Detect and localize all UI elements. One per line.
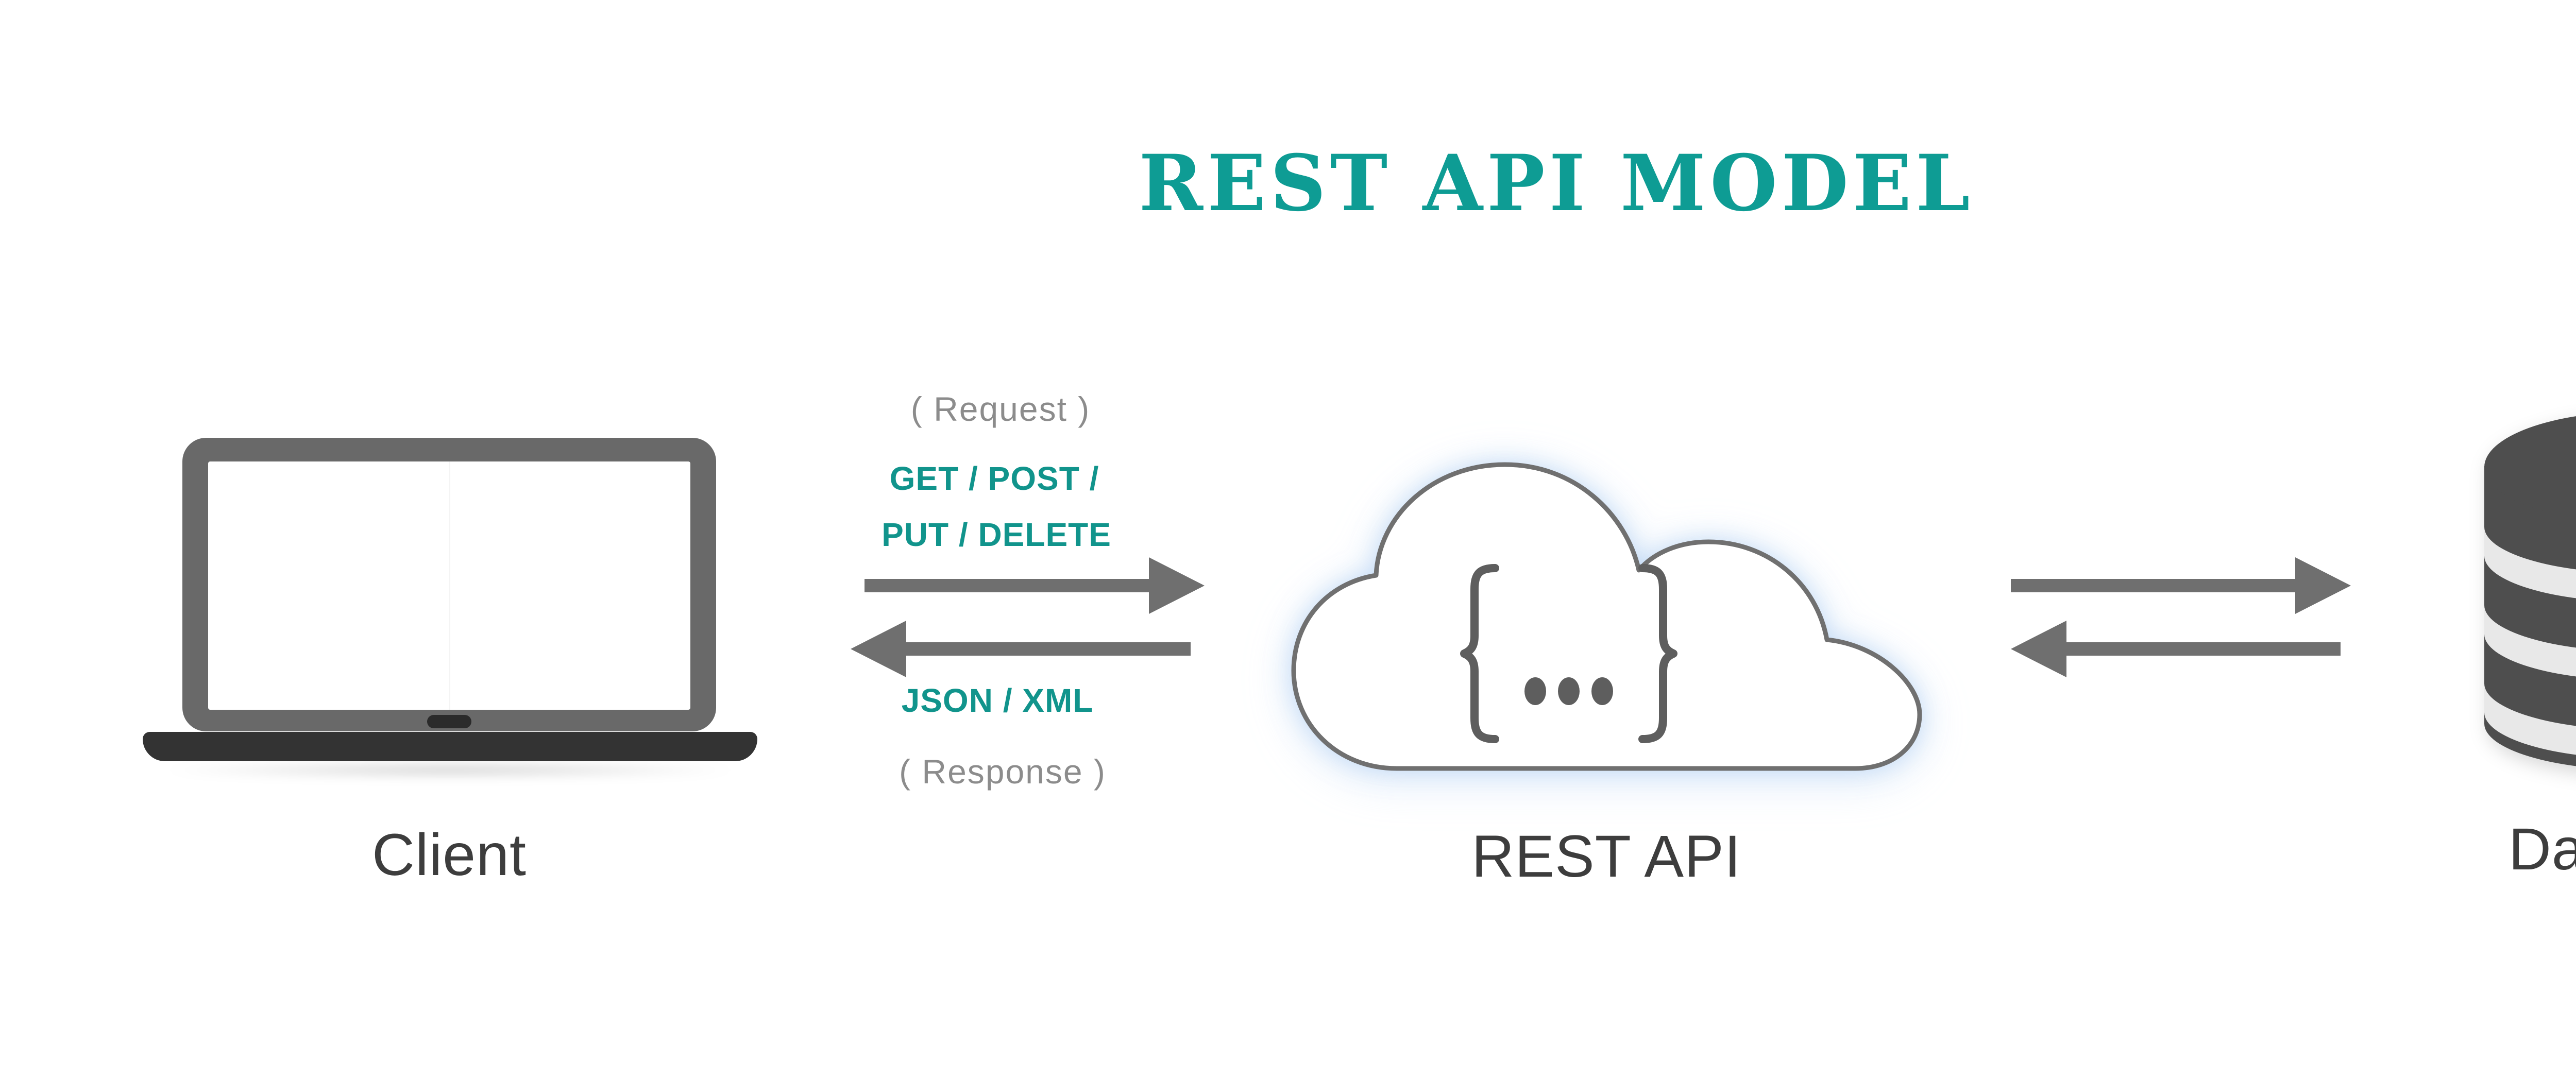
- arrow-shaft: [865, 579, 1154, 592]
- client-node-label: Client: [371, 822, 527, 888]
- laptop-notch: [427, 715, 471, 728]
- page-title: REST API MODEL: [1139, 138, 1974, 229]
- arrow-head: [851, 621, 906, 677]
- response-arrow-icon: [851, 621, 1191, 677]
- request-methods-line2: PUT / DELETE: [882, 516, 1111, 553]
- api-node-label: REST API: [1471, 824, 1741, 889]
- arrow-shaft: [2061, 642, 2341, 656]
- request-methods-line1: GET / POST /: [889, 460, 1099, 497]
- laptop-screen-seam: [449, 461, 450, 710]
- arrow-head: [1149, 557, 1205, 614]
- arrow-shaft: [2011, 579, 2300, 592]
- database-to-api-arrow-icon: [2011, 621, 2341, 677]
- db-body: [2484, 466, 2576, 766]
- db-stripe: [2484, 683, 2576, 755]
- request-arrow-icon: [865, 557, 1205, 614]
- arrow-head: [2295, 557, 2351, 614]
- ellipsis-dots-icon: [1524, 677, 1613, 705]
- db-stripe: [2484, 527, 2576, 598]
- db-top-ellipse: [2484, 416, 2576, 518]
- api-to-database-arrow-icon: [2011, 557, 2351, 614]
- database-node-label: Database: [2508, 816, 2576, 882]
- arrow-head: [2011, 621, 2066, 677]
- cloud-icon: [1291, 462, 1922, 771]
- db-stripe: [2484, 605, 2576, 677]
- arrow-shaft: [901, 642, 1191, 656]
- code-braces-icon: [1460, 564, 1677, 743]
- request-caption: ( Request ): [910, 390, 1091, 428]
- laptop-screen: [208, 461, 690, 710]
- cloud-outline: [1291, 462, 1922, 771]
- response-caption: ( Response ): [899, 752, 1106, 791]
- response-formats: JSON / XML: [901, 682, 1094, 719]
- laptop-icon: [182, 438, 716, 731]
- laptop-shadow: [155, 762, 745, 778]
- database-cylinder-icon: [2484, 416, 2576, 766]
- laptop-base: [143, 732, 757, 761]
